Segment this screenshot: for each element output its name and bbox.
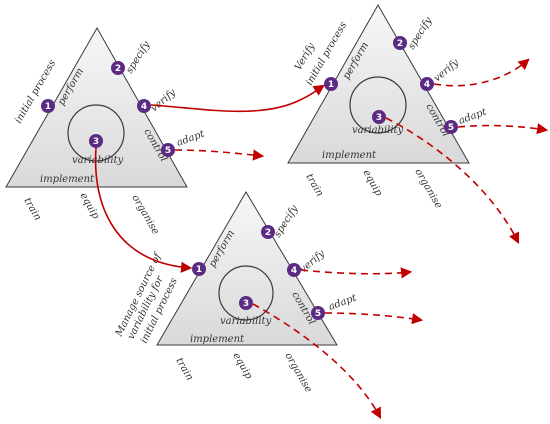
arrow-t3-adapt <box>324 312 424 325</box>
specify-label: specify <box>124 39 152 75</box>
implement-label: implement <box>40 174 95 185</box>
node-4: 4 <box>137 99 151 113</box>
train-label: train <box>303 172 325 199</box>
node-1: 1 <box>324 77 338 91</box>
implement-label: implement <box>190 334 245 345</box>
svg-text:5: 5 <box>315 309 321 319</box>
arrow-t3-variability <box>252 303 382 419</box>
svg-text:3: 3 <box>376 113 382 123</box>
node-5: 5 <box>311 306 325 320</box>
arrow-t2-variability <box>385 117 520 245</box>
node-1: 1 <box>192 262 206 276</box>
node-3: 3 <box>239 296 253 310</box>
connectors <box>94 58 549 419</box>
svg-text:1: 1 <box>45 102 51 112</box>
svg-text:2: 2 <box>115 64 121 74</box>
specify-label: specify <box>406 15 434 51</box>
organise-label: organise <box>129 193 160 237</box>
verify-label: verify <box>298 248 327 275</box>
verify-label: verify <box>149 87 178 114</box>
svg-text:2: 2 <box>397 39 403 49</box>
train-label: train <box>173 356 195 383</box>
arrow-t2-verify <box>433 58 530 87</box>
implement-label: implement <box>322 150 377 161</box>
node-1: 1 <box>41 99 55 113</box>
organise-label: organise <box>412 167 443 211</box>
svg-text:2: 2 <box>265 228 271 238</box>
node-2: 2 <box>111 61 125 75</box>
equip-label: equip <box>230 351 254 382</box>
svg-text:4: 4 <box>141 102 147 112</box>
node-4: 4 <box>420 77 434 91</box>
variability-circle <box>218 265 274 321</box>
arrow-t3-verify <box>300 267 413 279</box>
svg-text:1: 1 <box>328 80 334 90</box>
node-5: 5 <box>444 120 458 134</box>
specify-label: specify <box>272 203 300 239</box>
arrow-t1-adapt <box>174 149 265 161</box>
svg-text:4: 4 <box>424 80 430 90</box>
node-2: 2 <box>261 225 275 239</box>
svg-text:5: 5 <box>448 123 454 133</box>
verify-label: verify <box>432 57 461 84</box>
adapt-label: adapt <box>327 292 359 313</box>
variability-label: variability <box>352 125 404 136</box>
svg-text:3: 3 <box>93 137 99 147</box>
variability-label: variability <box>220 316 272 327</box>
adapt-label: adapt <box>457 106 489 127</box>
arrow-variability-to-t3 <box>94 147 193 273</box>
organise-label: organise <box>282 351 313 395</box>
triangle-verify-process: Verify initial process perform specify v… <box>287 3 489 211</box>
svg-text:1: 1 <box>196 265 202 275</box>
equip-label: equip <box>360 168 384 199</box>
variability-circle <box>349 76 407 134</box>
adapt-label: adapt <box>175 128 207 149</box>
node-2: 2 <box>393 36 407 50</box>
arrow-verify-to-t2 <box>150 84 325 113</box>
triangle-initial-process: initial process perform specify verify c… <box>5 26 207 237</box>
svg-text:3: 3 <box>243 299 249 309</box>
equip-label: equip <box>77 191 101 222</box>
node-3: 3 <box>89 134 103 148</box>
train-label: train <box>21 196 43 223</box>
node-3: 3 <box>372 110 386 124</box>
variability-label: variability <box>72 155 124 166</box>
node-5: 5 <box>161 143 175 157</box>
svg-text:5: 5 <box>165 146 171 156</box>
svg-text:4: 4 <box>291 266 297 276</box>
arrow-t2-adapt <box>457 123 549 135</box>
node-4: 4 <box>287 263 301 277</box>
